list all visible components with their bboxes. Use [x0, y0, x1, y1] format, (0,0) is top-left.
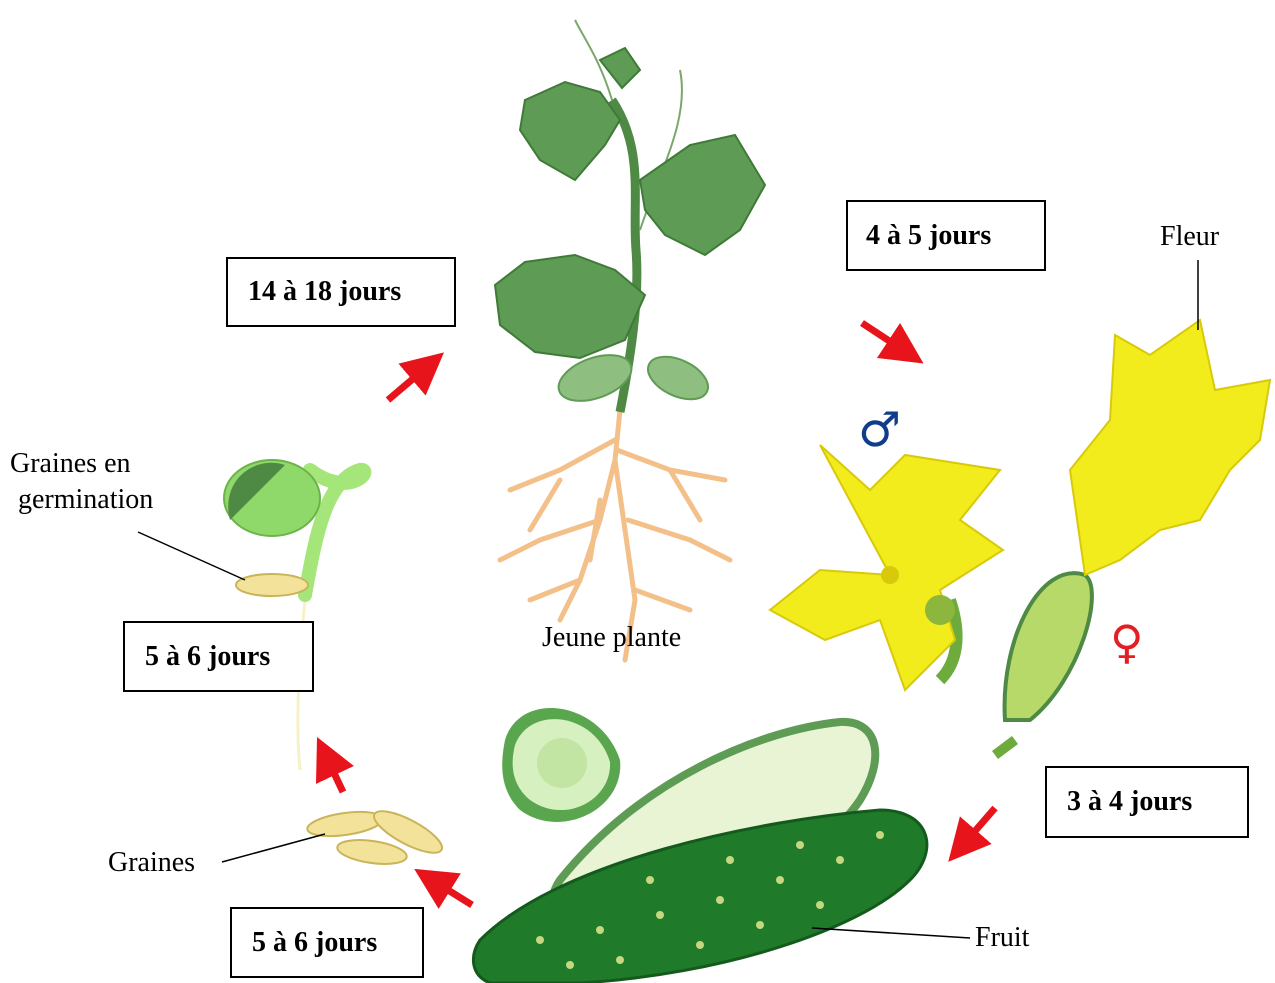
duration-box-fruit: 3 à 4 jours [1045, 766, 1249, 838]
arrow-fruit-to-seeds [432, 880, 472, 905]
arrow-flower-to-fruit [962, 808, 995, 846]
leaf [520, 82, 620, 180]
leaf [640, 135, 765, 255]
leaf [495, 255, 645, 358]
duration-box-flowering: 4 à 5 jours [846, 200, 1046, 271]
germinating-seed-illustration [224, 460, 364, 770]
duration-text: 4 à 5 jours [866, 220, 991, 252]
seeds-illustration [306, 804, 447, 868]
duration-box-germination: 5 à 6 jours [123, 621, 314, 692]
label-fruit: Fruit [975, 920, 1029, 956]
label-seeds: Graines [108, 845, 195, 881]
label-line: Graines en [10, 446, 153, 482]
male-flower-illustration [770, 445, 1003, 690]
label-line: germination [10, 482, 153, 518]
cotyledon [641, 348, 714, 408]
male-symbol: ♂ [858, 402, 901, 458]
female-flower-illustration [995, 320, 1270, 755]
young-plant-illustration [495, 20, 765, 660]
duration-box-young-plant: 14 à 18 jours [226, 257, 456, 327]
label-flower: Fleur [1160, 219, 1219, 255]
seed [236, 574, 308, 596]
duration-text: 3 à 4 jours [1067, 786, 1192, 818]
label-germinating-seeds: Graines en germination [10, 446, 153, 518]
duration-box-seeds: 5 à 6 jours [230, 907, 424, 978]
ovary [1005, 573, 1092, 720]
arrow-germination-to-plant [388, 366, 428, 400]
duration-text: 14 à 18 jours [248, 276, 401, 308]
female-symbol: ♀ [1110, 615, 1144, 669]
arrow-plant-to-flower [862, 323, 906, 352]
arrow-seeds-to-germination [326, 756, 343, 792]
duration-text: 5 à 6 jours [145, 641, 270, 673]
duration-text: 5 à 6 jours [252, 927, 377, 959]
label-young-plant: Jeune plante [542, 620, 681, 656]
cucumber-slice-illustration [502, 708, 620, 822]
